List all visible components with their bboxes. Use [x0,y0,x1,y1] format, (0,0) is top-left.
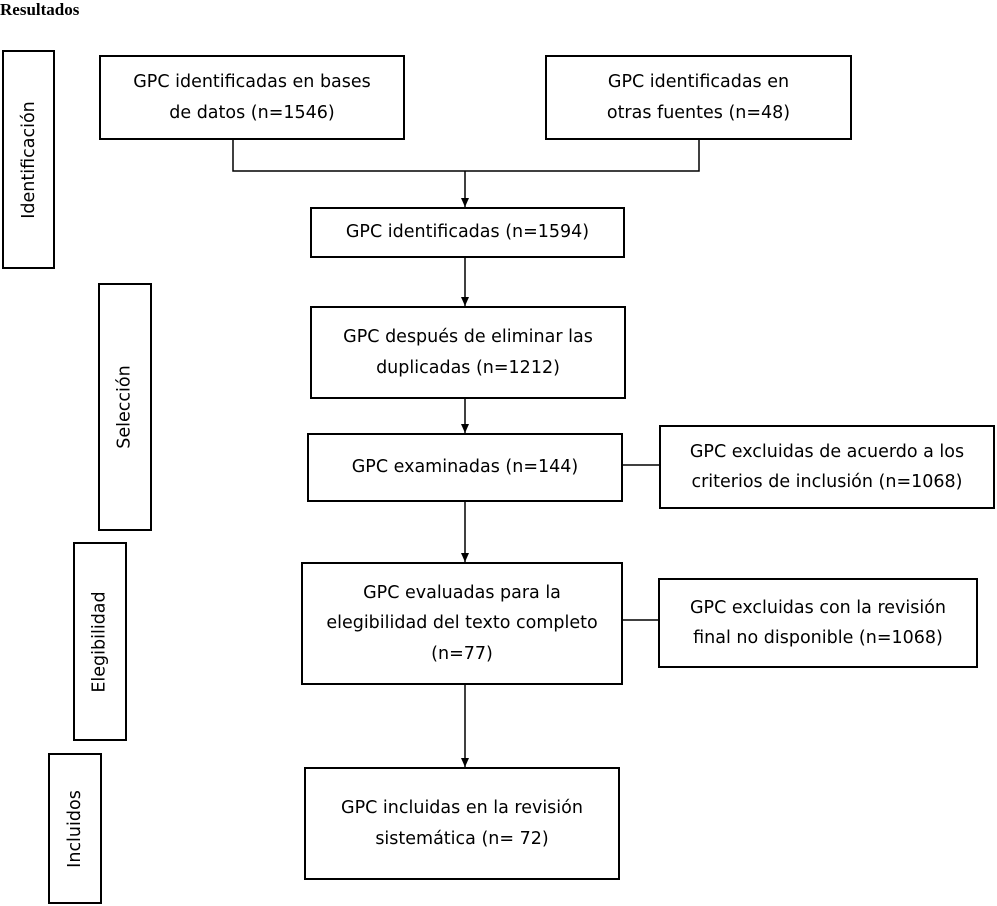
stage-seleccion-label: Selección [115,365,136,449]
stage-seleccion: Selección [98,283,152,531]
box-excluidas-revision: GPC excluidas con la revisión final no d… [658,578,978,668]
stage-incluidos-label: Incluidos [65,789,85,868]
box-identificadas: GPC identificadas (n=1594) [310,207,625,258]
stage-elegibilidad: Elegibilidad [73,542,127,741]
box-incluidas: GPC incluidas en la revisión sistemática… [304,767,620,880]
stage-identificacion-label: Identificación [18,100,39,219]
page-heading: Resultados [0,0,80,19]
box-excluidas-criterios: GPC excluidas de acuerdo a los criterios… [659,425,995,509]
box-evaluadas: GPC evaluadas para la elegibilidad del t… [301,562,623,685]
box-examinadas: GPC examinadas (n=144) [307,433,623,502]
stage-incluidos: Incluidos [48,753,102,904]
box-bases-datos: GPC identificadas en bases de datos (n=1… [99,55,405,140]
stage-elegibilidad-label: Elegibilidad [90,590,111,693]
box-otras-fuentes: GPC identificadas en otras fuentes (n=48… [545,55,852,140]
stage-identificacion: Identificación [2,50,55,269]
merge-connector [232,140,700,172]
box-sin-duplicadas: GPC después de eliminar las duplicadas (… [310,306,626,399]
